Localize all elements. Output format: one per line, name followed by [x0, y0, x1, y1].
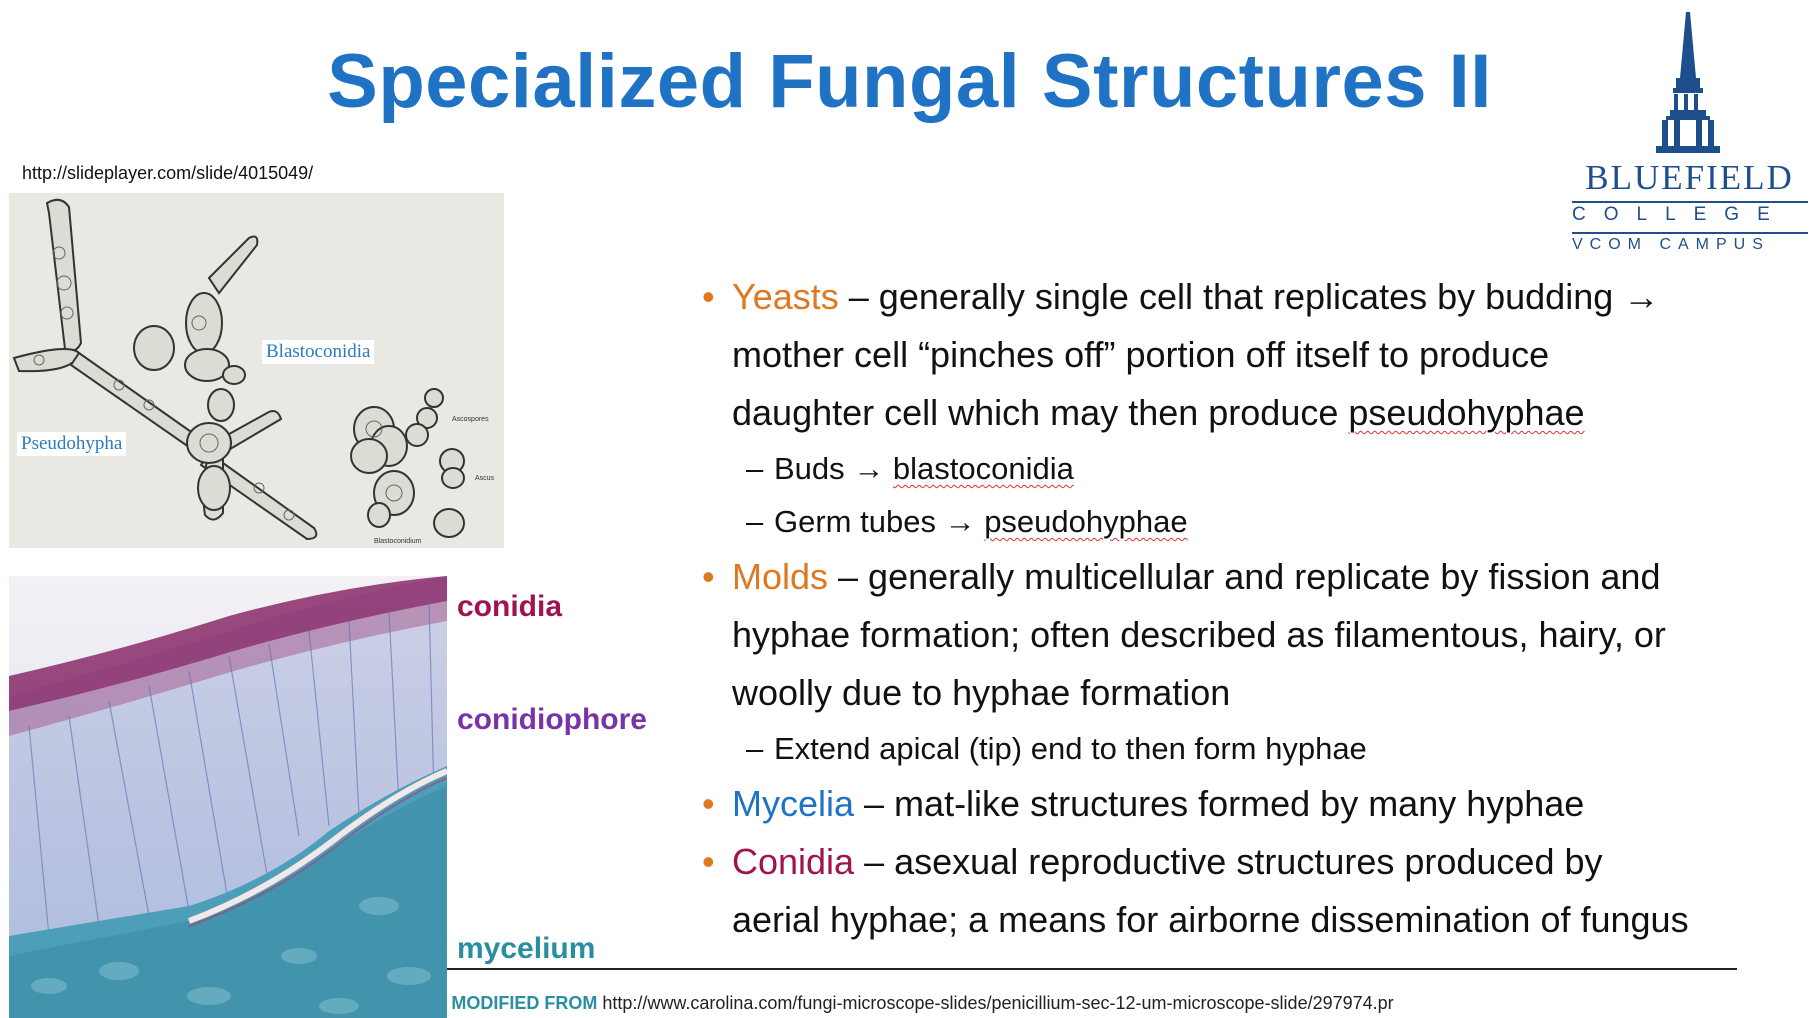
chapel-steeple-icon	[1656, 12, 1720, 153]
label-conidia: conidia	[457, 590, 563, 623]
label-conidiophore: conidiophore	[457, 703, 647, 736]
logo-campus: VCOM CAMPUS	[1572, 236, 1770, 253]
bullet-conidia: • Conidia – asexual reproductive structu…	[702, 833, 1802, 949]
term-molds: Molds	[732, 556, 829, 597]
yeasts-line1: – generally single cell that replicates …	[838, 276, 1660, 317]
yeast-illustration: Blastoconidia Pseudohypha Ascospores Asc…	[9, 193, 504, 548]
conidia-line1: – asexual reproductive structures produc…	[854, 841, 1603, 882]
molds-line3: woolly due to hyphae formation	[732, 672, 1231, 713]
logo-college: COLLEGE	[1572, 204, 1788, 225]
bullet-mycelia: • Mycelia – mat-like structures formed b…	[702, 775, 1802, 833]
label-mycelium: mycelium	[457, 932, 596, 965]
mycelia-text: – mat-like structures formed by many hyp…	[854, 783, 1585, 824]
bullet-marker: •	[702, 276, 715, 317]
molds-line2: hyphae formation; often described as fil…	[732, 614, 1666, 655]
yeasts-pseudohyphae: pseudohyphae	[1348, 392, 1585, 433]
source-url: http://www.carolina.com/fungi-microscope…	[602, 993, 1394, 1013]
dash-marker: –	[746, 504, 764, 539]
footer-divider	[447, 968, 1737, 970]
label-pseudohypha: Pseudohypha	[17, 432, 127, 456]
logo-name: BLUEFIELD	[1585, 158, 1794, 197]
yeasts-line3: daughter cell which may then produce	[732, 392, 1349, 433]
sub-bullet-germ-tubes: – Germ tubes → pseudohyphae	[702, 495, 1802, 548]
logo-rule	[1572, 232, 1808, 234]
bullet-marker: •	[702, 783, 715, 824]
bullet-marker: •	[702, 841, 715, 882]
bluefield-college-logo: BLUEFIELD COLLEGE VCOM CAMPUS	[1570, 8, 1809, 253]
penicillium-micrograph	[9, 576, 447, 1018]
term-yeasts: Yeasts	[732, 276, 839, 317]
yeast-drawing	[12, 198, 465, 541]
label-ascus: Ascus	[475, 475, 495, 482]
logo-rule	[1572, 201, 1808, 203]
buds-text: Buds →	[774, 451, 893, 486]
term-conidia: Conidia	[732, 841, 855, 882]
yeasts-line2: mother cell “pinches off” portion off it…	[732, 334, 1550, 375]
dash-marker: –	[746, 451, 764, 486]
extend-text: Extend apical (tip) end to then form hyp…	[774, 731, 1367, 766]
source-citation-top: http://slideplayer.com/slide/4015049/	[22, 163, 314, 183]
conidia-line2: aerial hyphae; a means for airborne diss…	[732, 899, 1689, 940]
modified-from-label: MODIFIED FROM	[451, 993, 598, 1013]
slide-title: Specialized Fungal Structures II	[327, 39, 1492, 124]
term-mycelia: Mycelia	[732, 783, 855, 824]
label-blastoconidium: Blastoconidium	[374, 538, 422, 545]
bullet-marker: •	[702, 556, 715, 597]
label-ascospores: Ascospores	[452, 416, 489, 423]
source-citation-bottom: MODIFIED FROM http://www.carolina.com/fu…	[0, 993, 1809, 1014]
dash-marker: –	[746, 731, 764, 766]
molds-line1: – generally multicellular and replicate …	[828, 556, 1661, 597]
sub-bullet-extend: – Extend apical (tip) end to then form h…	[702, 722, 1802, 775]
sub-bullet-buds: – Buds → blastoconidia	[702, 442, 1802, 495]
germ-tubes-pseudohyphae: pseudohyphae	[984, 504, 1188, 539]
germ-tubes-text: Germ tubes →	[774, 504, 985, 539]
penicillium-photo	[9, 576, 447, 1018]
buds-blastoconidia: blastoconidia	[892, 451, 1074, 486]
bullet-yeasts: • Yeasts – generally single cell that re…	[702, 268, 1802, 442]
bullet-list: • Yeasts – generally single cell that re…	[702, 268, 1802, 949]
label-blastoconidia: Blastoconidia	[262, 340, 375, 364]
bullet-molds: • Molds – generally multicellular and re…	[702, 548, 1802, 722]
